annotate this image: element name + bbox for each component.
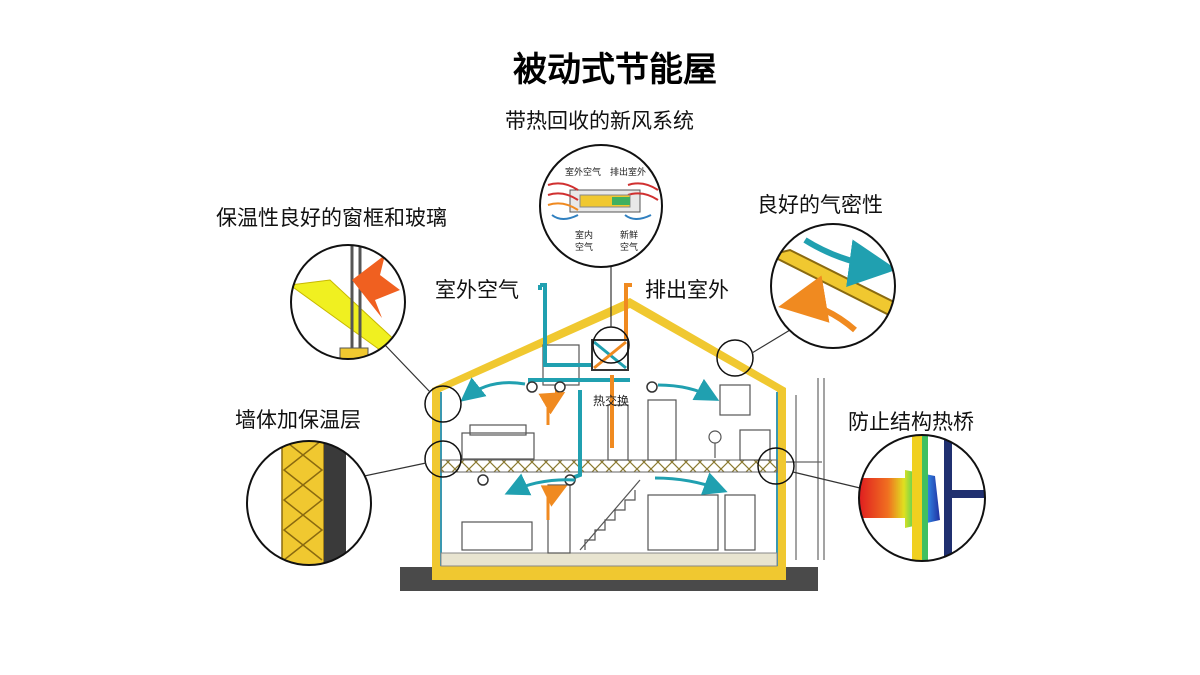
air-vents (477, 381, 658, 486)
vent-indoor-air-1: 室内 (575, 229, 593, 241)
label-airtight: 良好的气密性 (757, 193, 883, 217)
label-windows: 保温性良好的窗框和玻璃 (216, 206, 447, 230)
airtightness-detail (770, 223, 896, 349)
house-envelope (432, 298, 786, 580)
label-wall-insulation: 墙体加保温层 (235, 408, 361, 432)
callout-connectors (354, 267, 861, 489)
exterior-structure (786, 378, 825, 560)
label-exhaust-out: 排出室外 (645, 278, 729, 302)
callout-markers (424, 326, 795, 485)
interior-sketch (461, 344, 771, 554)
ventilation-detail: 室外空气 排出室外 室内 空气 新鲜 空气 (539, 144, 663, 268)
label-ventilation: 带热回收的新风系统 (505, 109, 694, 133)
label-thermal-bridge: 防止结构热桥 (848, 410, 974, 434)
vent-fresh-air-1: 新鲜 (620, 229, 638, 241)
thermal-bridge-detail (858, 434, 986, 562)
vent-outdoor-air: 室外空气 (565, 166, 601, 178)
room-airflow-arrows (460, 377, 728, 520)
label-outdoor-air: 室外空气 (435, 278, 519, 302)
page-title: 被动式节能屋 (513, 50, 717, 90)
window-detail (290, 244, 406, 360)
vent-exhaust-out: 排出室外 (610, 166, 646, 178)
heat-exchange-label: 热交换 (593, 393, 629, 408)
vent-fresh-air-2: 空气 (620, 241, 638, 253)
vent-indoor-air-2: 空气 (575, 241, 593, 253)
wall-insulation-detail (246, 440, 372, 566)
